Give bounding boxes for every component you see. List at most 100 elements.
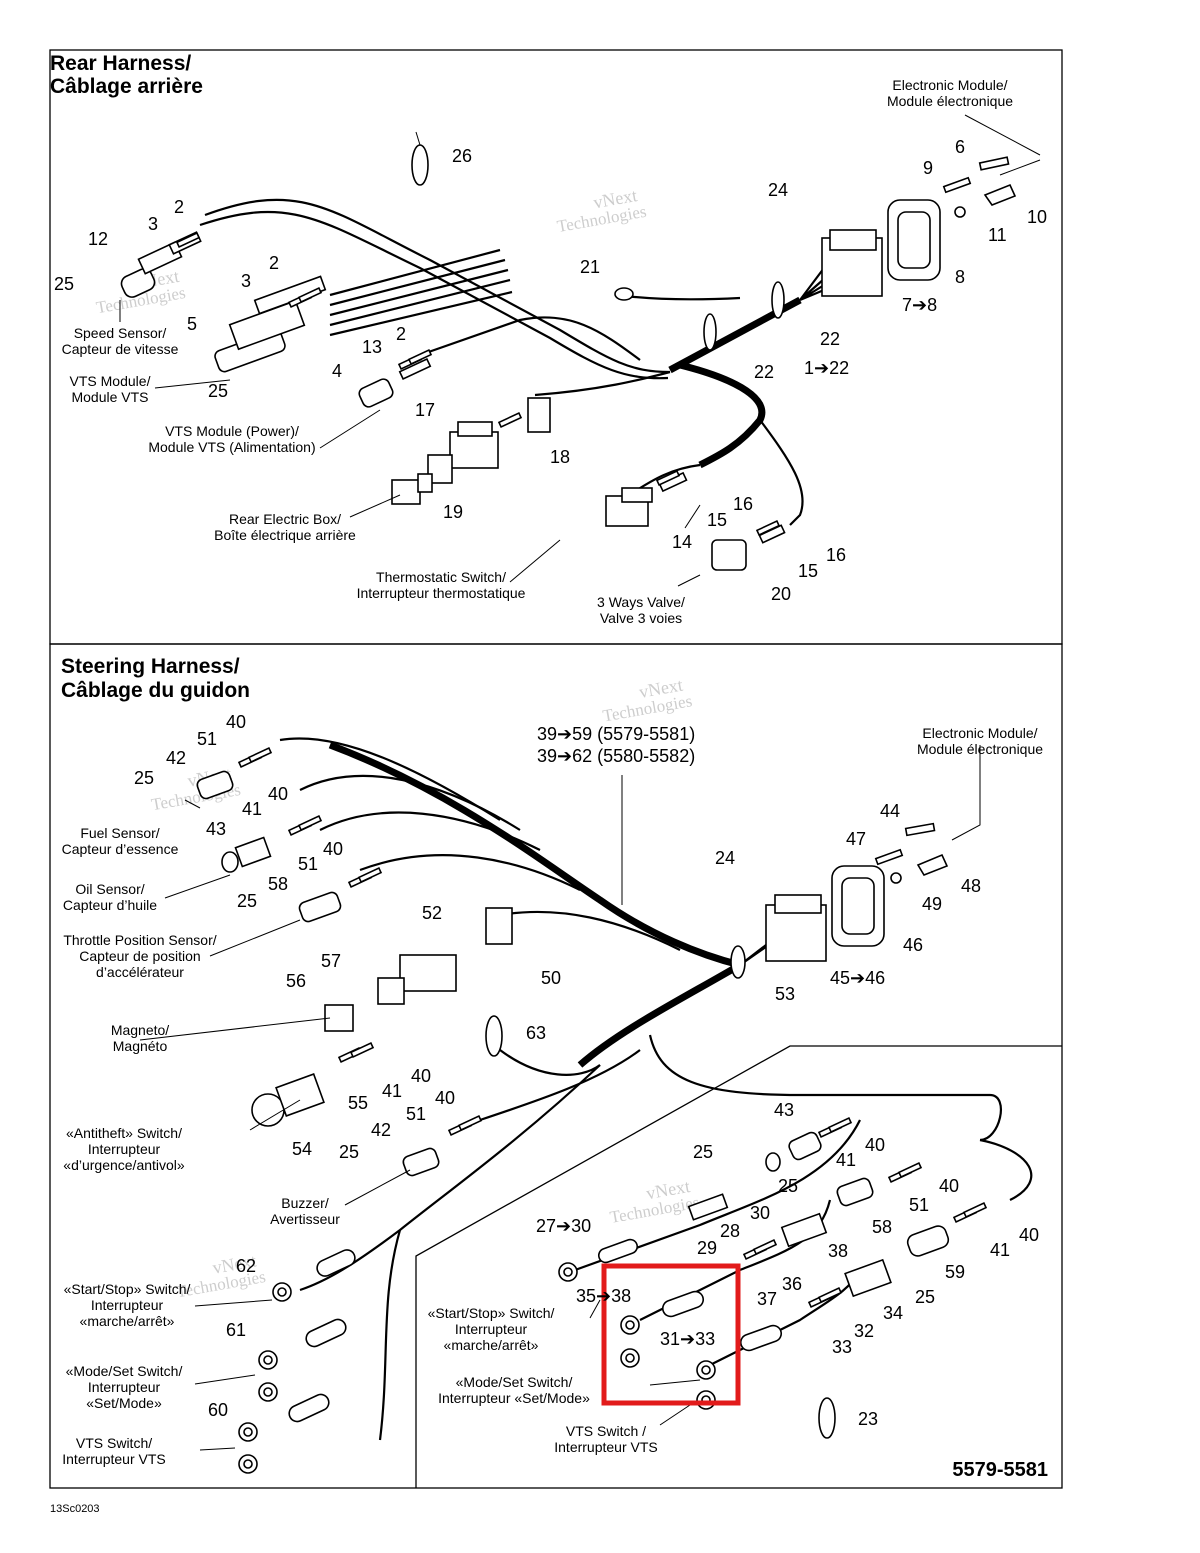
part-number: 6 bbox=[955, 137, 965, 157]
inset-vts-switch bbox=[696, 1324, 783, 1410]
caption-label: 3 Ways Valve/ bbox=[597, 594, 685, 610]
main-connector-steering bbox=[765, 865, 885, 962]
caption-label: Throttle Position Sensor/ bbox=[63, 932, 216, 948]
range-label: 39➔62 (5580-5582) bbox=[537, 746, 695, 766]
caption-label: «Start/Stop» Switch/ bbox=[428, 1305, 555, 1321]
part-number: 51 bbox=[298, 854, 318, 874]
caption-label: «marche/arrêt» bbox=[80, 1313, 175, 1329]
thermostatic-switch-connector bbox=[605, 471, 688, 527]
cable-tie-22 bbox=[703, 313, 717, 351]
part-number: 38 bbox=[828, 1241, 848, 1261]
caption-label: Module VTS (Alimentation) bbox=[148, 439, 315, 455]
part-number: 61 bbox=[226, 1320, 246, 1340]
part-number: 44 bbox=[880, 801, 900, 821]
caption-label: Interrupteur bbox=[88, 1141, 161, 1157]
part-number: 50 bbox=[541, 968, 561, 988]
caption-label: Interrupteur VTS bbox=[554, 1439, 658, 1455]
part-number: 10 bbox=[1027, 207, 1047, 227]
oil-sensor-connector bbox=[221, 836, 272, 873]
inset-connector-43 bbox=[788, 1131, 822, 1161]
cable-tie-26 bbox=[411, 131, 429, 186]
part-number: 17 bbox=[415, 400, 435, 420]
steering-harness-panel bbox=[49, 643, 1063, 1489]
rear-panel-frame bbox=[49, 49, 1063, 645]
part-number: 40 bbox=[268, 784, 288, 804]
caption-label: Interrupteur bbox=[91, 1297, 164, 1313]
part-number: 45➔46 bbox=[830, 968, 885, 988]
tps-connector bbox=[298, 891, 342, 923]
part-number: 43 bbox=[206, 819, 226, 839]
part-number: 36 bbox=[782, 1274, 802, 1294]
inset-frame bbox=[415, 1045, 1062, 1488]
steering-text: Steering Harness/ Câblage du guidon 39➔5… bbox=[61, 655, 1048, 1481]
part-number: 25 bbox=[208, 381, 228, 401]
steering-harness-drawing bbox=[139, 232, 1033, 1474]
range-label: 39➔59 (5579-5581) bbox=[537, 724, 695, 744]
connector-17-18 bbox=[427, 397, 551, 484]
part-number: 57 bbox=[321, 951, 341, 971]
caption-label: Capteur de vitesse bbox=[62, 341, 179, 357]
part-number: 22 bbox=[820, 329, 840, 349]
part-number: 25 bbox=[693, 1142, 713, 1162]
part-number: 23 bbox=[858, 1409, 878, 1429]
part-number: 42 bbox=[371, 1120, 391, 1140]
part-number: 41 bbox=[382, 1081, 402, 1101]
fasteners-steering bbox=[874, 822, 949, 884]
part-number: 20 bbox=[771, 584, 791, 604]
caption-label: Interrupteur thermostatique bbox=[357, 585, 526, 601]
caption-label: «Mode/Set Switch/ bbox=[456, 1374, 573, 1390]
caption-label: «Set/Mode» bbox=[86, 1395, 162, 1411]
caption-label: VTS Switch / bbox=[566, 1423, 646, 1439]
part-number: 53 bbox=[775, 984, 795, 1004]
part-number: 26 bbox=[452, 146, 472, 166]
caption-label: Boîte électrique arrière bbox=[214, 527, 356, 543]
caption-label: Module électronique bbox=[887, 93, 1013, 109]
caption-label: Capteur d’huile bbox=[63, 897, 157, 913]
caption-label: Electronic Module/ bbox=[892, 77, 1007, 93]
part-number: 11 bbox=[988, 225, 1007, 245]
part-number: 41 bbox=[836, 1150, 856, 1170]
mode-set-switch-61 bbox=[258, 1318, 347, 1402]
part-number: 35➔38 bbox=[576, 1286, 631, 1306]
part-number: 3 bbox=[148, 214, 158, 234]
part-number: 2 bbox=[174, 197, 184, 217]
part-number: 33 bbox=[832, 1337, 852, 1357]
caption-label: «Start/Stop» Switch/ bbox=[64, 1281, 191, 1297]
fuel-sensor-connector bbox=[196, 770, 234, 800]
rear-harness-drawing bbox=[119, 114, 1041, 587]
part-number: 2 bbox=[396, 324, 406, 344]
caption-label: VTS Switch/ bbox=[76, 1435, 152, 1451]
part-number: 49 bbox=[922, 894, 942, 914]
part-number: 46 bbox=[903, 935, 923, 955]
part-number: 14 bbox=[672, 532, 692, 552]
part-number: 40 bbox=[939, 1176, 959, 1196]
valve-connector bbox=[711, 524, 786, 571]
part-number: 52 bbox=[422, 903, 442, 923]
cable-tie-22 bbox=[771, 281, 785, 319]
steering-title: Steering Harness/ bbox=[61, 655, 240, 678]
vts-module-connector bbox=[214, 275, 327, 373]
part-number: 37 bbox=[757, 1289, 777, 1309]
caption-label: VTS Module (Power)/ bbox=[165, 423, 299, 439]
part-number: 15 bbox=[798, 561, 818, 581]
caption-label: Thermostatic Switch/ bbox=[376, 569, 506, 585]
ground-terminal-21 bbox=[614, 287, 634, 301]
rear-title: Rear Harness/ bbox=[50, 52, 191, 75]
part-number: 40 bbox=[323, 839, 343, 859]
caption-label: «Mode/Set Switch/ bbox=[66, 1363, 183, 1379]
part-number: 40 bbox=[411, 1066, 431, 1086]
part-number: 41 bbox=[990, 1240, 1010, 1260]
part-number: 29 bbox=[697, 1238, 717, 1258]
part-number: 25 bbox=[237, 891, 257, 911]
caption-label: Magnéto bbox=[113, 1038, 168, 1054]
part-number: 48 bbox=[961, 876, 981, 896]
caption-label: Interrupteur bbox=[455, 1321, 528, 1337]
cable-tie-53 bbox=[730, 945, 746, 979]
rear-harness-panel bbox=[49, 49, 1063, 645]
part-number: 40 bbox=[865, 1135, 885, 1155]
part-number: 59 bbox=[945, 1262, 965, 1282]
figure-code: 13Sc0203 bbox=[50, 1503, 100, 1515]
inset-mode-set-switch bbox=[620, 1290, 705, 1368]
caption-label: Rear Electric Box/ bbox=[229, 511, 341, 527]
